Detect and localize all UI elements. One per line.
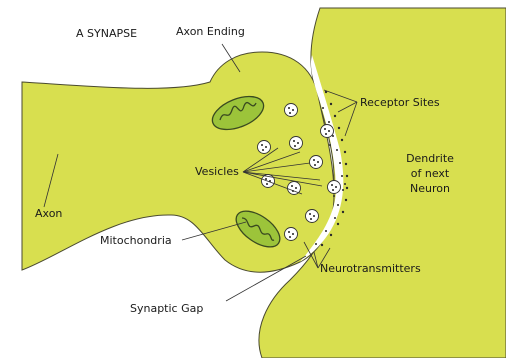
label-axon: Axon (35, 208, 62, 220)
label-dendrite-line2: of next (400, 168, 460, 180)
vesicle (306, 210, 319, 223)
label-neurotransmitters: Neurotransmitters (320, 263, 421, 275)
label-receptor-sites: Receptor Sites (360, 97, 440, 109)
label-axon-ending: Axon Ending (176, 26, 245, 38)
label-vesicles: Vesicles (195, 166, 239, 178)
vesicle (310, 156, 323, 169)
vesicle (328, 181, 341, 194)
vesicle (285, 104, 298, 117)
vesicle (321, 125, 334, 138)
vesicle (258, 141, 271, 154)
label-dendrite-line1: Dendrite (400, 153, 460, 165)
vesicle (285, 228, 298, 241)
label-mitochondria: Mitochondria (100, 235, 172, 247)
vesicle (290, 137, 303, 150)
label-synaptic-gap: Synaptic Gap (130, 303, 203, 315)
label-dendrite-line3: Neuron (400, 183, 460, 195)
diagram-title: A SYNAPSE (76, 28, 137, 40)
